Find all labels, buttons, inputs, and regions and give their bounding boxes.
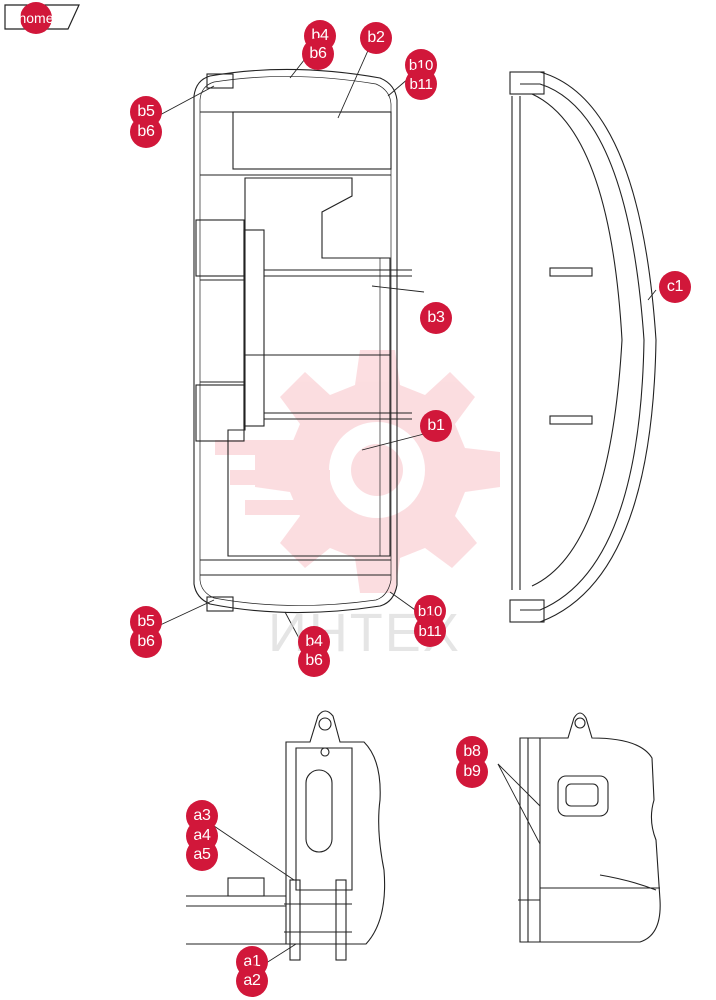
callout-a2[interactable]: a2 (236, 965, 268, 997)
callout-c1[interactable]: c1 (659, 271, 691, 303)
side-cover-view (509, 71, 657, 623)
callout-b9[interactable]: b9 (456, 756, 488, 788)
lamp-detail-view (518, 712, 661, 943)
front-view (193, 68, 412, 614)
callout-b2[interactable]: b2 (360, 22, 392, 54)
callout-b11-bot[interactable]: b11 (414, 615, 446, 647)
callout-b6-top[interactable]: b6 (302, 38, 334, 70)
callout-a5[interactable]: a5 (186, 839, 218, 871)
callout-b6-botleft[interactable]: b6 (130, 626, 162, 658)
callout-b1[interactable]: b1 (420, 410, 452, 442)
callout-b3[interactable]: b3 (420, 302, 452, 334)
callout-b6-bot[interactable]: b6 (298, 645, 330, 677)
callout-b6-left[interactable]: b6 (130, 116, 162, 148)
mount-detail-view (186, 710, 386, 961)
callout-b11-top[interactable]: b11 (405, 68, 437, 100)
leader-lines (157, 45, 657, 973)
home-button[interactable]: home (18, 2, 54, 34)
